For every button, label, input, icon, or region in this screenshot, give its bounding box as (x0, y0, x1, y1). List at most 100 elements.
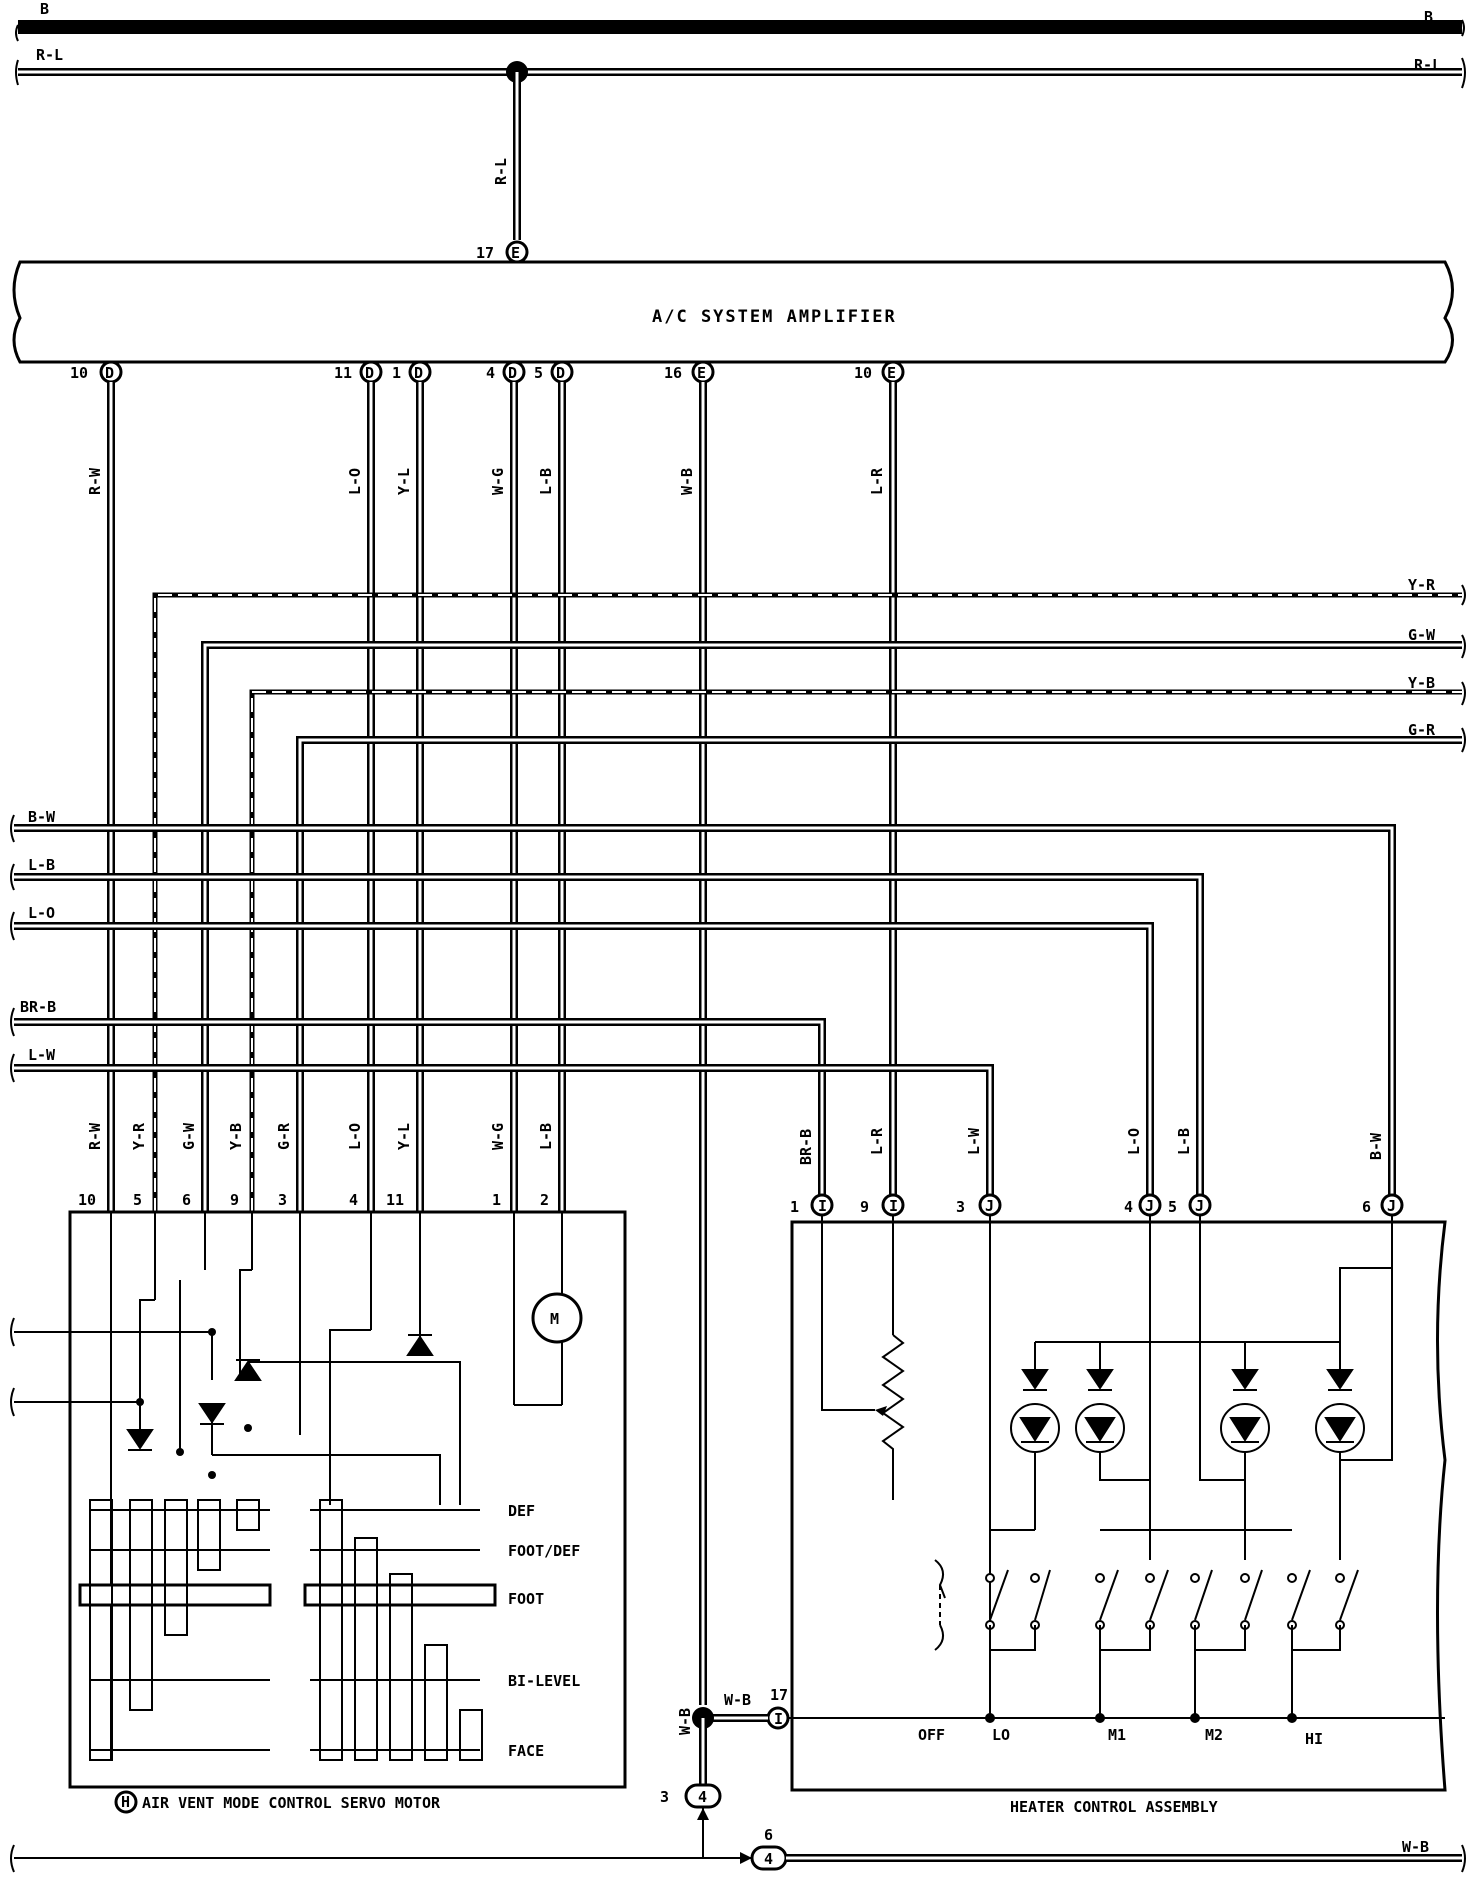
servo-pin-number: 9 (230, 1191, 239, 1209)
left-bus: B-W L-B L-O BR-B L-W (10, 808, 1396, 1205)
left-bus-label: B-W (28, 808, 56, 826)
heater-connector-letter: J (1195, 1197, 1204, 1215)
amp-pin-number: 10 (854, 364, 872, 382)
heater-pin-number: 1 (790, 1198, 799, 1216)
heater-connector-letter: J (985, 1197, 994, 1215)
amplifier-title: A/C SYSTEM AMPLIFIER (652, 307, 897, 327)
mode-label-foot: FOOT (508, 1590, 544, 1608)
heater-wire-label: L-O (1125, 1128, 1143, 1155)
switch-label-m1: M1 (1108, 1726, 1126, 1744)
heater-pin-number: 3 (956, 1198, 965, 1216)
wire-label: Y-L (395, 468, 413, 495)
servo-wire-label: Y-B (227, 1123, 245, 1150)
left-bus-label: L-B (28, 856, 55, 874)
amp-connector-letter: E (887, 364, 896, 382)
mode-label-def: DEF (508, 1502, 535, 1520)
heater-pin-number: 6 (1362, 1198, 1371, 1216)
left-bus-label: L-W (28, 1046, 56, 1064)
servo-pin-number: 2 (540, 1191, 549, 1209)
bus-b-right-label: B (1424, 8, 1433, 26)
motor-label: M (550, 1310, 559, 1328)
wire-label: W-G (489, 468, 507, 495)
fan-switch (934, 1559, 1359, 1723)
wire-label: L-O (346, 468, 364, 495)
wire-label: R-W (86, 467, 104, 495)
mode-label-bi-level: BI-LEVEL (508, 1672, 580, 1690)
ground-junction-pin: 3 (660, 1788, 669, 1806)
servo-wire-label: G-W (180, 1122, 198, 1150)
servo-pin-number: 3 (278, 1191, 287, 1209)
amp-connector-letter: D (365, 364, 374, 382)
servo-pin-number: 11 (386, 1191, 404, 1209)
amp-pin-number: 16 (664, 364, 682, 382)
heater-wire-label: L-W (965, 1127, 983, 1155)
right-bus-label: Y-B (1408, 674, 1435, 692)
right-bus-label: Y-R (1408, 576, 1436, 594)
ac-amplifier: A/C SYSTEM AMPLIFIER 17 E 10 D 11 D 1 D … (12, 240, 1454, 384)
amp-pin-number: 11 (334, 364, 352, 382)
ground-out-connector: 4 (764, 1850, 773, 1868)
servo-pin-number: 6 (182, 1191, 191, 1209)
amp-connector-letter: D (105, 364, 114, 382)
heater-title: HEATER CONTROL ASSEMBLY (1010, 1798, 1218, 1816)
heater-connector-letter: J (1145, 1197, 1154, 1215)
ground-circuit: W-B 4 3 4 6 W-B (10, 1707, 1466, 1873)
switch-label-m2: M2 (1205, 1726, 1223, 1744)
servo-wire-label: G-R (275, 1122, 293, 1150)
mode-contacts (78, 1499, 497, 1761)
heater-connector-letter: I (818, 1197, 827, 1215)
left-bus-label: L-O (28, 904, 55, 922)
servo-wire-label: L-B (537, 1123, 555, 1150)
servo-pin-number: 4 (349, 1191, 358, 1209)
bus-rl-left-label: R-L (36, 46, 63, 64)
heater-pin-number: 4 (1124, 1198, 1133, 1216)
servo-wire-label: L-O (346, 1123, 364, 1150)
wire-label: W-B (678, 468, 696, 495)
motor-symbol (531, 1292, 583, 1344)
servo-wire-label: W-G (489, 1123, 507, 1150)
switch-label-hi: HI (1305, 1730, 1323, 1748)
switch-label-lo: LO (992, 1726, 1010, 1744)
servo-motor: R-W Y-R G-W Y-B G-R L-O Y-L W-G L-B 10 5… (10, 1122, 627, 1814)
amp-pin-number: 17 (476, 244, 494, 262)
servo-wire-label: Y-L (395, 1123, 413, 1150)
indicator-leds (1010, 1369, 1365, 1453)
heater-connector-letter: I (889, 1197, 898, 1215)
heater-wire-label: L-R (868, 1127, 886, 1155)
amp-connector-letter: D (508, 364, 517, 382)
amp-connector (505, 240, 529, 264)
servo-connector-letter: H (121, 1793, 130, 1811)
mode-label-face: FACE (508, 1742, 544, 1760)
heater-control-assembly: BR-B L-R L-W L-O L-B B-W 1 I 9 I 3 J 4 J… (703, 1127, 1447, 1816)
ground-vertical-label: W-B (676, 1708, 694, 1735)
servo-pin-number: 10 (78, 1191, 96, 1209)
heater-pin-number: 5 (1168, 1198, 1177, 1216)
heater-wire-label: L-B (1175, 1128, 1193, 1155)
amp-connector-letter: E (511, 244, 520, 262)
amp-pin-number: 4 (486, 364, 495, 382)
heater-wire-label: BR-B (797, 1129, 815, 1165)
right-bus: Y-R G-W Y-B G-R (152, 576, 1466, 1212)
servo-pin-number: 5 (133, 1191, 142, 1209)
amp-pin-number: 10 (70, 364, 88, 382)
right-bus-label: G-W (1408, 626, 1436, 644)
rl-drop-label: R-L (492, 158, 510, 185)
heater-wire-label: B-W (1367, 1132, 1385, 1160)
wire-label: L-B (537, 468, 555, 495)
amp-pin-number: 5 (534, 364, 543, 382)
servo-title: AIR VENT MODE CONTROL SERVO MOTOR (142, 1794, 441, 1812)
amp-connector-letter: E (697, 364, 706, 382)
wire-label: L-R (868, 467, 886, 495)
servo-connector (114, 1790, 138, 1814)
heater-connector-letter: J (1387, 1197, 1396, 1215)
heater-ground-connector-letter: I (774, 1710, 783, 1728)
amp-pin-number: 1 (392, 364, 401, 382)
switch-label-off: OFF (918, 1726, 945, 1744)
bus-b-left-label: B (40, 0, 49, 18)
mode-label-foot-def: FOOT/DEF (508, 1542, 580, 1560)
amp-vertical-wires: R-W L-O Y-L W-G L-B W-B L-R (86, 382, 897, 1705)
ground-out-wire-label: W-B (1402, 1838, 1429, 1856)
left-bus-label: BR-B (20, 998, 56, 1016)
heater-pin-number: 9 (860, 1198, 869, 1216)
heater-ground-wire-label: W-B (724, 1691, 751, 1709)
